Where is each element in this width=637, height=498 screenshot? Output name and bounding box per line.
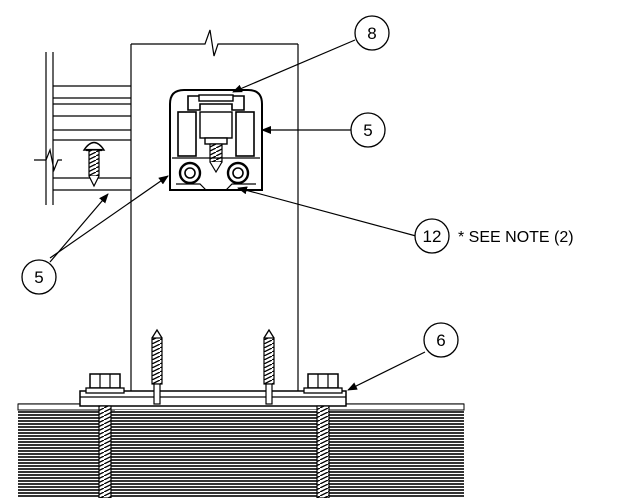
callout-6: 6 [423,322,459,358]
anchor-bolt-left [85,373,125,498]
svg-text:6: 6 [436,331,445,350]
callout-5-left: 5 [21,259,57,295]
leader-lines [49,39,426,391]
wall-screw [82,141,106,188]
base-plate [79,390,347,407]
svg-text:5: 5 [363,121,372,140]
wall-rail [34,52,131,205]
substrate-base [17,403,465,498]
callout-8: 8 [354,15,390,51]
lag-screw-left [151,328,163,405]
svg-text:8: 8 [367,24,376,43]
extrusion-profile [169,89,263,191]
svg-text:5: 5 [34,268,43,287]
see-note-label: * SEE NOTE (2) [458,229,574,246]
callout-12: 12 [414,218,450,254]
lag-screw-right [263,328,275,405]
svg-text:12: 12 [423,227,442,246]
anchor-bolt-right [303,373,343,498]
callout-5-right: 5 [350,112,386,148]
vertical-post [130,29,299,391]
